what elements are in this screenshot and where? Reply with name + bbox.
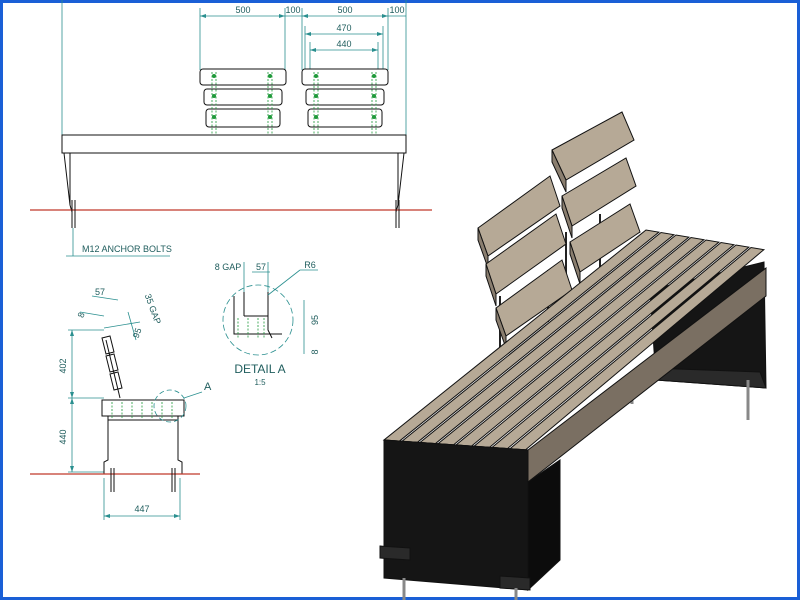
- side-dimension-lines: [68, 295, 181, 520]
- dim-440: 440: [336, 39, 351, 49]
- detail-scale: 1:5: [254, 378, 266, 387]
- side-dim-57: 57: [95, 287, 105, 297]
- anchor-leader: [66, 228, 170, 257]
- detail-title: DETAIL A: [234, 362, 285, 376]
- front-dimension-lines: [200, 15, 406, 51]
- iso-back-panel-near: [477, 175, 573, 350]
- detail-dimension-lines: [243, 262, 318, 354]
- front-extension-lines: [61, 0, 407, 135]
- side-legs: [103, 416, 183, 474]
- detail-dim-8: 8: [310, 349, 320, 354]
- side-dim-8: 8: [76, 311, 87, 319]
- side-dimension-arrows: [70, 330, 180, 518]
- side-dim-95: 95: [131, 327, 144, 340]
- side-seat: [101, 399, 185, 418]
- detail-geometry: [233, 292, 282, 339]
- detail-dim-57: 57: [256, 262, 266, 272]
- side-back-slats: [101, 335, 123, 399]
- iso-back-panel-far: [551, 111, 641, 290]
- side-dim-402: 402: [58, 358, 68, 373]
- dim-100-right: 100: [389, 5, 404, 15]
- front-back-panel-left: [199, 68, 287, 128]
- front-anchor-bolts: [71, 200, 400, 228]
- iso-leg-near: [379, 439, 561, 600]
- detail-a-marker: A: [204, 381, 212, 393]
- dim-500-left: 500: [235, 5, 250, 15]
- dim-470: 470: [336, 23, 351, 33]
- detail-a-leader: [183, 391, 203, 399]
- iso-seat-slats: [382, 229, 766, 451]
- front-dimension-arrows: [200, 14, 388, 52]
- side-anchor-bolts: [110, 468, 176, 492]
- detail-dim-8-gap: 8 GAP: [215, 262, 242, 272]
- detail-dim-r6: R6: [304, 260, 316, 270]
- detail-dim-95: 95: [310, 315, 320, 325]
- anchor-bolts-label: M12 ANCHOR BOLTS: [82, 244, 172, 254]
- side-dim-440: 440: [58, 429, 68, 444]
- detail-a-callout-circle: [153, 389, 187, 423]
- dim-100-left: 100: [285, 5, 300, 15]
- front-back-panel-right: [301, 68, 389, 128]
- dim-500-right: 500: [337, 5, 352, 15]
- side-dim-447: 447: [134, 504, 149, 514]
